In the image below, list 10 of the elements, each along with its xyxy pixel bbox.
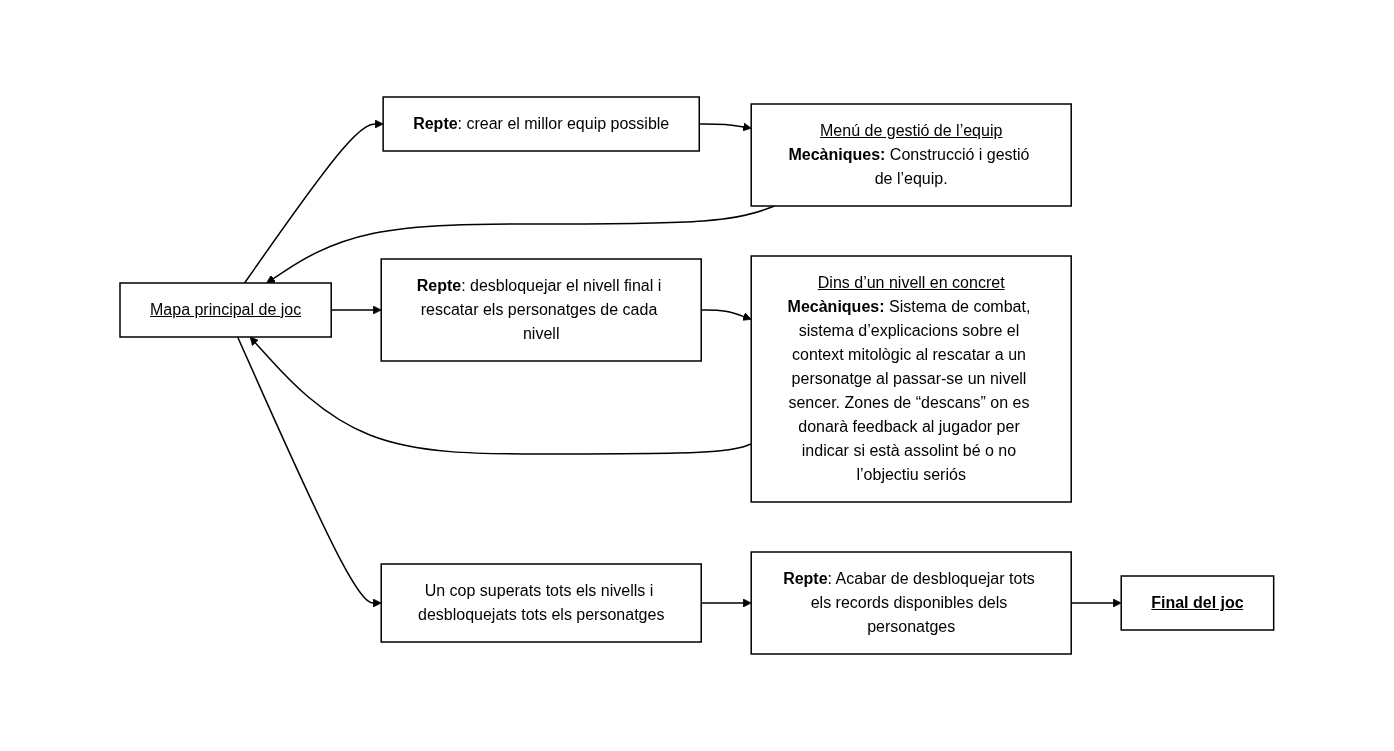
- node-box: Repte: desbloquejar el nivell final i rescatar els personatges de cada nivell: [380, 258, 703, 362]
- node-box: Dins d’un nivell en concret Mecàniques: Sistema de combat, sistema d’explicacions sobre el context mitològic al rescatar a un personatge al passar-se un nivell sencer. Zones de “descans” on es donarà feedback al jugador per indicar si està assolint bé o no l’objectiu seriós: [750, 255, 1073, 503]
- node-box: Repte: Acabar de desbloquejar tots els records disponibles dels personatges: [750, 551, 1073, 655]
- arrow: [237, 336, 382, 608]
- node-box: Mapa principal de joc: [119, 282, 333, 338]
- arrow: [243, 119, 384, 284]
- node-box: Menú de gestió de l’equip Mecàniques: Construcció i gestió de l’equip.: [750, 103, 1073, 207]
- node-box: Un cop superats tots els nivells i desbloquejats tots els personatges: [380, 563, 703, 643]
- node-box: Repte: crear el millor equip possible: [382, 96, 701, 152]
- node-box: Final del joc: [1120, 575, 1275, 631]
